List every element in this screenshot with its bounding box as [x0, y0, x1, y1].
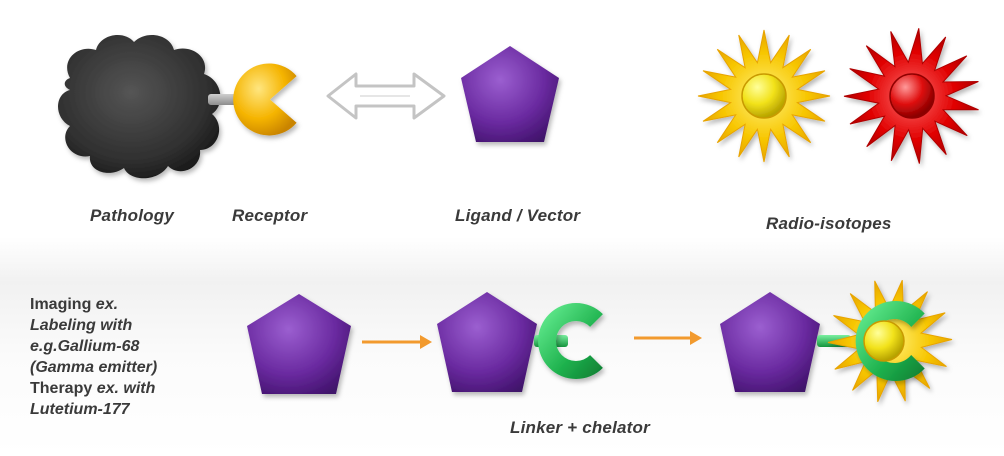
imaging-ex: ex. [91, 296, 119, 313]
receptor-label: Receptor [232, 206, 308, 225]
chelator-open [538, 303, 603, 379]
lutetium-line: Lutetium-177 [30, 401, 130, 418]
bottom-ligand-pentagon-3 [720, 292, 820, 392]
therapy-ex: ex. with [92, 380, 156, 397]
yellow-isotope-star [697, 29, 831, 163]
labeling-line: Labeling with [30, 317, 133, 334]
pathology-blob [58, 35, 221, 179]
gallium-line: e.g.Gallium-68 [30, 338, 140, 355]
binding-double-arrow [326, 72, 446, 120]
bottom-ligand-pentagon-2 [437, 292, 537, 392]
radio-isotopes-label: Radio-isotopes [766, 214, 892, 233]
imaging-line: Imaging ex. [30, 294, 230, 315]
chelated-isotope-ball [863, 320, 905, 362]
gamma-line: (Gamma emitter) [30, 359, 158, 376]
bottom-ligand-pentagon-1 [247, 294, 351, 394]
orange-arrow-2 [634, 331, 702, 345]
ligand-pentagon [461, 46, 559, 142]
ligand-label: Ligand / Vector [455, 206, 581, 225]
imaging-keyword: Imaging [30, 296, 92, 313]
therapy-keyword: Therapy [30, 380, 93, 397]
receptor-shape [233, 63, 297, 136]
therapy-line: Therapy ex. with [30, 378, 230, 399]
orange-arrow-1 [362, 335, 432, 349]
imaging-therapy-notes: Imaging ex. Labeling with e.g.Gallium-68… [30, 294, 230, 420]
pathology-label: Pathology [90, 206, 174, 225]
red-isotope-star [843, 28, 979, 164]
linker-chelator-label: Linker + chelator [510, 418, 650, 437]
chelator-loaded [855, 301, 925, 382]
